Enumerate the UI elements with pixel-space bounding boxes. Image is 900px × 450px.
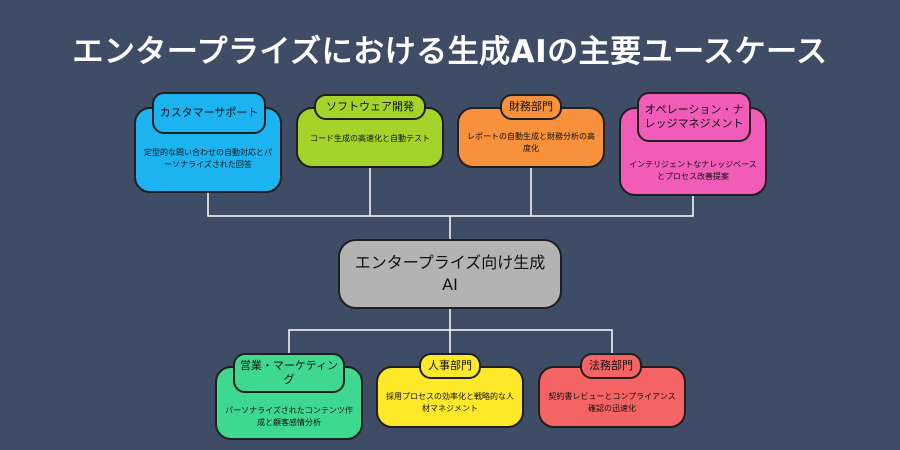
node-description: コード生成の高速化と自動テスト bbox=[310, 134, 430, 143]
node-description: 定型的な問い合わせの自動対応とパーソナライズされた回答 bbox=[144, 148, 272, 169]
page-title: エンタープライズにおける生成AIの主要ユースケース bbox=[72, 34, 828, 70]
node-description: インテリジェントなナレッジベースとプロセス改善提案 bbox=[629, 160, 757, 181]
node-label-operations-knowledge: オペレーション・ナレッジマネジメント bbox=[637, 92, 751, 142]
node-label-human-resources: 人事部門 bbox=[419, 353, 481, 379]
node-description: 採用プロセスの効率化と戦略的な人材マネジメント bbox=[386, 392, 514, 413]
center-node: エンタープライズ向け生成AI bbox=[338, 239, 562, 309]
node-description: パーソナライズされたコンテンツ作成と顧客感情分析 bbox=[225, 406, 353, 427]
node-description: 契約書レビューとコンプライアンス確認の迅速化 bbox=[548, 392, 676, 413]
node-label-finance: 財務部門 bbox=[500, 94, 562, 120]
node-label-legal: 法務部門 bbox=[580, 353, 642, 379]
node-description: レポートの自動生成と財務分析の高度化 bbox=[467, 132, 595, 153]
node-label-sales-marketing: 営業・マーケティング bbox=[233, 353, 345, 393]
node-label-customer-support: カスタマーサポート bbox=[152, 92, 266, 134]
connector-top-bus bbox=[207, 193, 694, 217]
node-label-software-development: ソフトウェア開発 bbox=[314, 94, 426, 120]
